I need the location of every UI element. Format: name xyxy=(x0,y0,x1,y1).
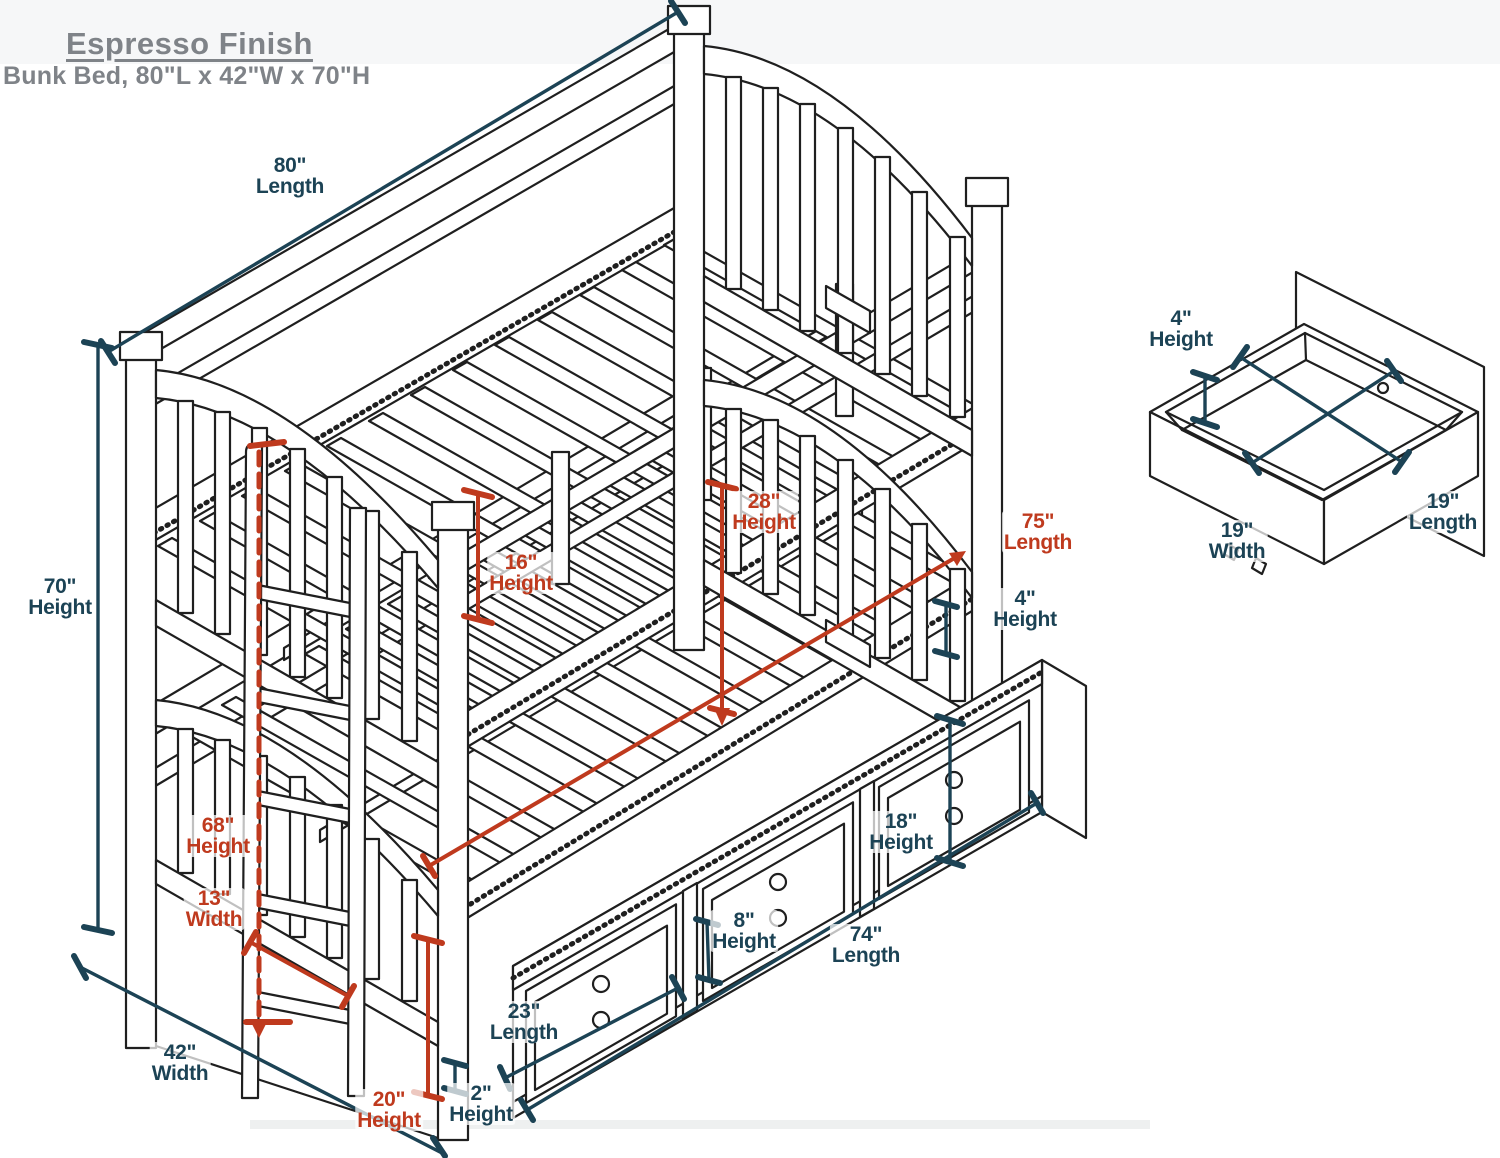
dim-75-length xyxy=(420,551,966,879)
top-band xyxy=(0,0,1500,64)
dim-label-length-74-trundle: 74"Length xyxy=(829,923,903,967)
dim-70-height xyxy=(81,339,115,936)
dim-label-height-18-drawer-unit: 18"Height xyxy=(867,810,935,854)
inset-dim-4-height xyxy=(1190,369,1220,430)
dim-label-inset-width-19: 19"Width xyxy=(1206,519,1268,563)
dimension-lines-red xyxy=(241,439,966,1102)
dim-68-height-dashed xyxy=(243,439,293,1038)
dim-label-width-42: 42"Width xyxy=(149,1041,211,1085)
dim-18-height xyxy=(934,713,966,869)
dim-label-length-80: 80"Length xyxy=(253,154,327,198)
dim-label-height-68-ladder: 68"Height xyxy=(184,814,252,858)
dim-label-height-70: 70"Height xyxy=(26,575,94,619)
headboard xyxy=(666,4,1010,802)
dim-label-inset-length-19: 19"Length xyxy=(1406,490,1480,534)
page-subtitle: Bunk Bed, 80"L x 42"W x 70"H xyxy=(3,62,371,90)
dim-4-height-trundle xyxy=(932,598,960,660)
dim-label-width-13-ladder: 13"Width xyxy=(183,887,245,931)
dim-label-inset-height-4: 4"Height xyxy=(1147,307,1215,351)
dimension-lines-blue xyxy=(71,0,1412,1158)
dim-13-width xyxy=(241,929,357,1010)
dim-label-height-20-clearance: 20"Height xyxy=(355,1088,423,1132)
dim-label-height-8-drawer: 8"Height xyxy=(710,909,778,953)
dim-28-height xyxy=(705,479,739,726)
dim-label-height-4-trundle-rail: 4"Height xyxy=(991,587,1059,631)
dim-label-length-23-drawer: 23"Length xyxy=(487,1000,561,1044)
inset-dim-19-length xyxy=(1230,344,1412,475)
dim-label-height-2-clearance: 2"Height xyxy=(447,1082,515,1126)
floor-line xyxy=(250,1120,1150,1129)
dim-16-height xyxy=(461,487,495,626)
dim-74-length xyxy=(518,790,1046,1123)
dim-label-length-75-bunk: 75"Length xyxy=(1001,510,1075,554)
drawer-1 xyxy=(524,903,678,1105)
page-title: Espresso Finish xyxy=(66,26,313,61)
trundle-drawers xyxy=(510,658,1088,1120)
inset-dim-19-width xyxy=(1242,358,1404,476)
dim-label-height-16-rail: 16"Height xyxy=(487,551,555,595)
dim-label-height-28-bunk-gap: 28"Height xyxy=(730,490,798,534)
